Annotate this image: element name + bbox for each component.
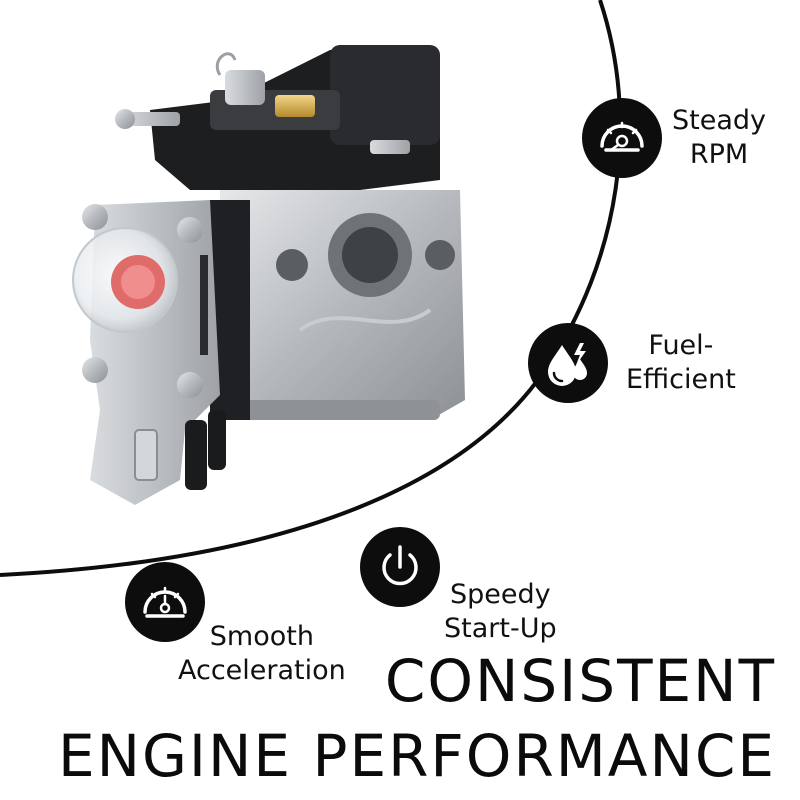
feature-label-line1: Smooth: [209, 621, 314, 652]
power-icon: [360, 527, 440, 607]
feature-label-line1: Steady: [672, 105, 766, 136]
feature-label-line1: Fuel-: [648, 330, 714, 361]
feature-label-line2: Acceleration: [178, 655, 346, 686]
fuel-drops-icon: [528, 323, 608, 403]
feature-label-line2: RPM: [689, 139, 749, 170]
carburetor-image: [72, 45, 465, 505]
gauge-needle-icon: [582, 98, 662, 178]
speedometer-icon: [125, 562, 205, 642]
headline-line1: CONSISTENT: [384, 647, 776, 715]
feature-steady-rpm: Steady RPM: [582, 98, 766, 178]
feature-smooth-acceleration: [125, 562, 205, 642]
feature-label-line2: Efficient: [626, 364, 736, 395]
feature-label-line2: Start-Up: [444, 613, 557, 644]
feature-label-line1: Speedy: [449, 579, 551, 610]
feature-label-acceleration: Smooth Acceleration: [178, 620, 346, 688]
feature-label: Fuel- Efficient: [626, 329, 736, 397]
feature-label: Speedy Start-Up: [444, 578, 557, 646]
feature-fuel-efficient: Fuel- Efficient: [528, 323, 736, 403]
headline-line2: ENGINE PERFORMANCE: [57, 722, 776, 790]
feature-label: Steady RPM: [672, 104, 766, 172]
feature-speedy-start-up: Speedy Start-Up: [360, 488, 557, 646]
